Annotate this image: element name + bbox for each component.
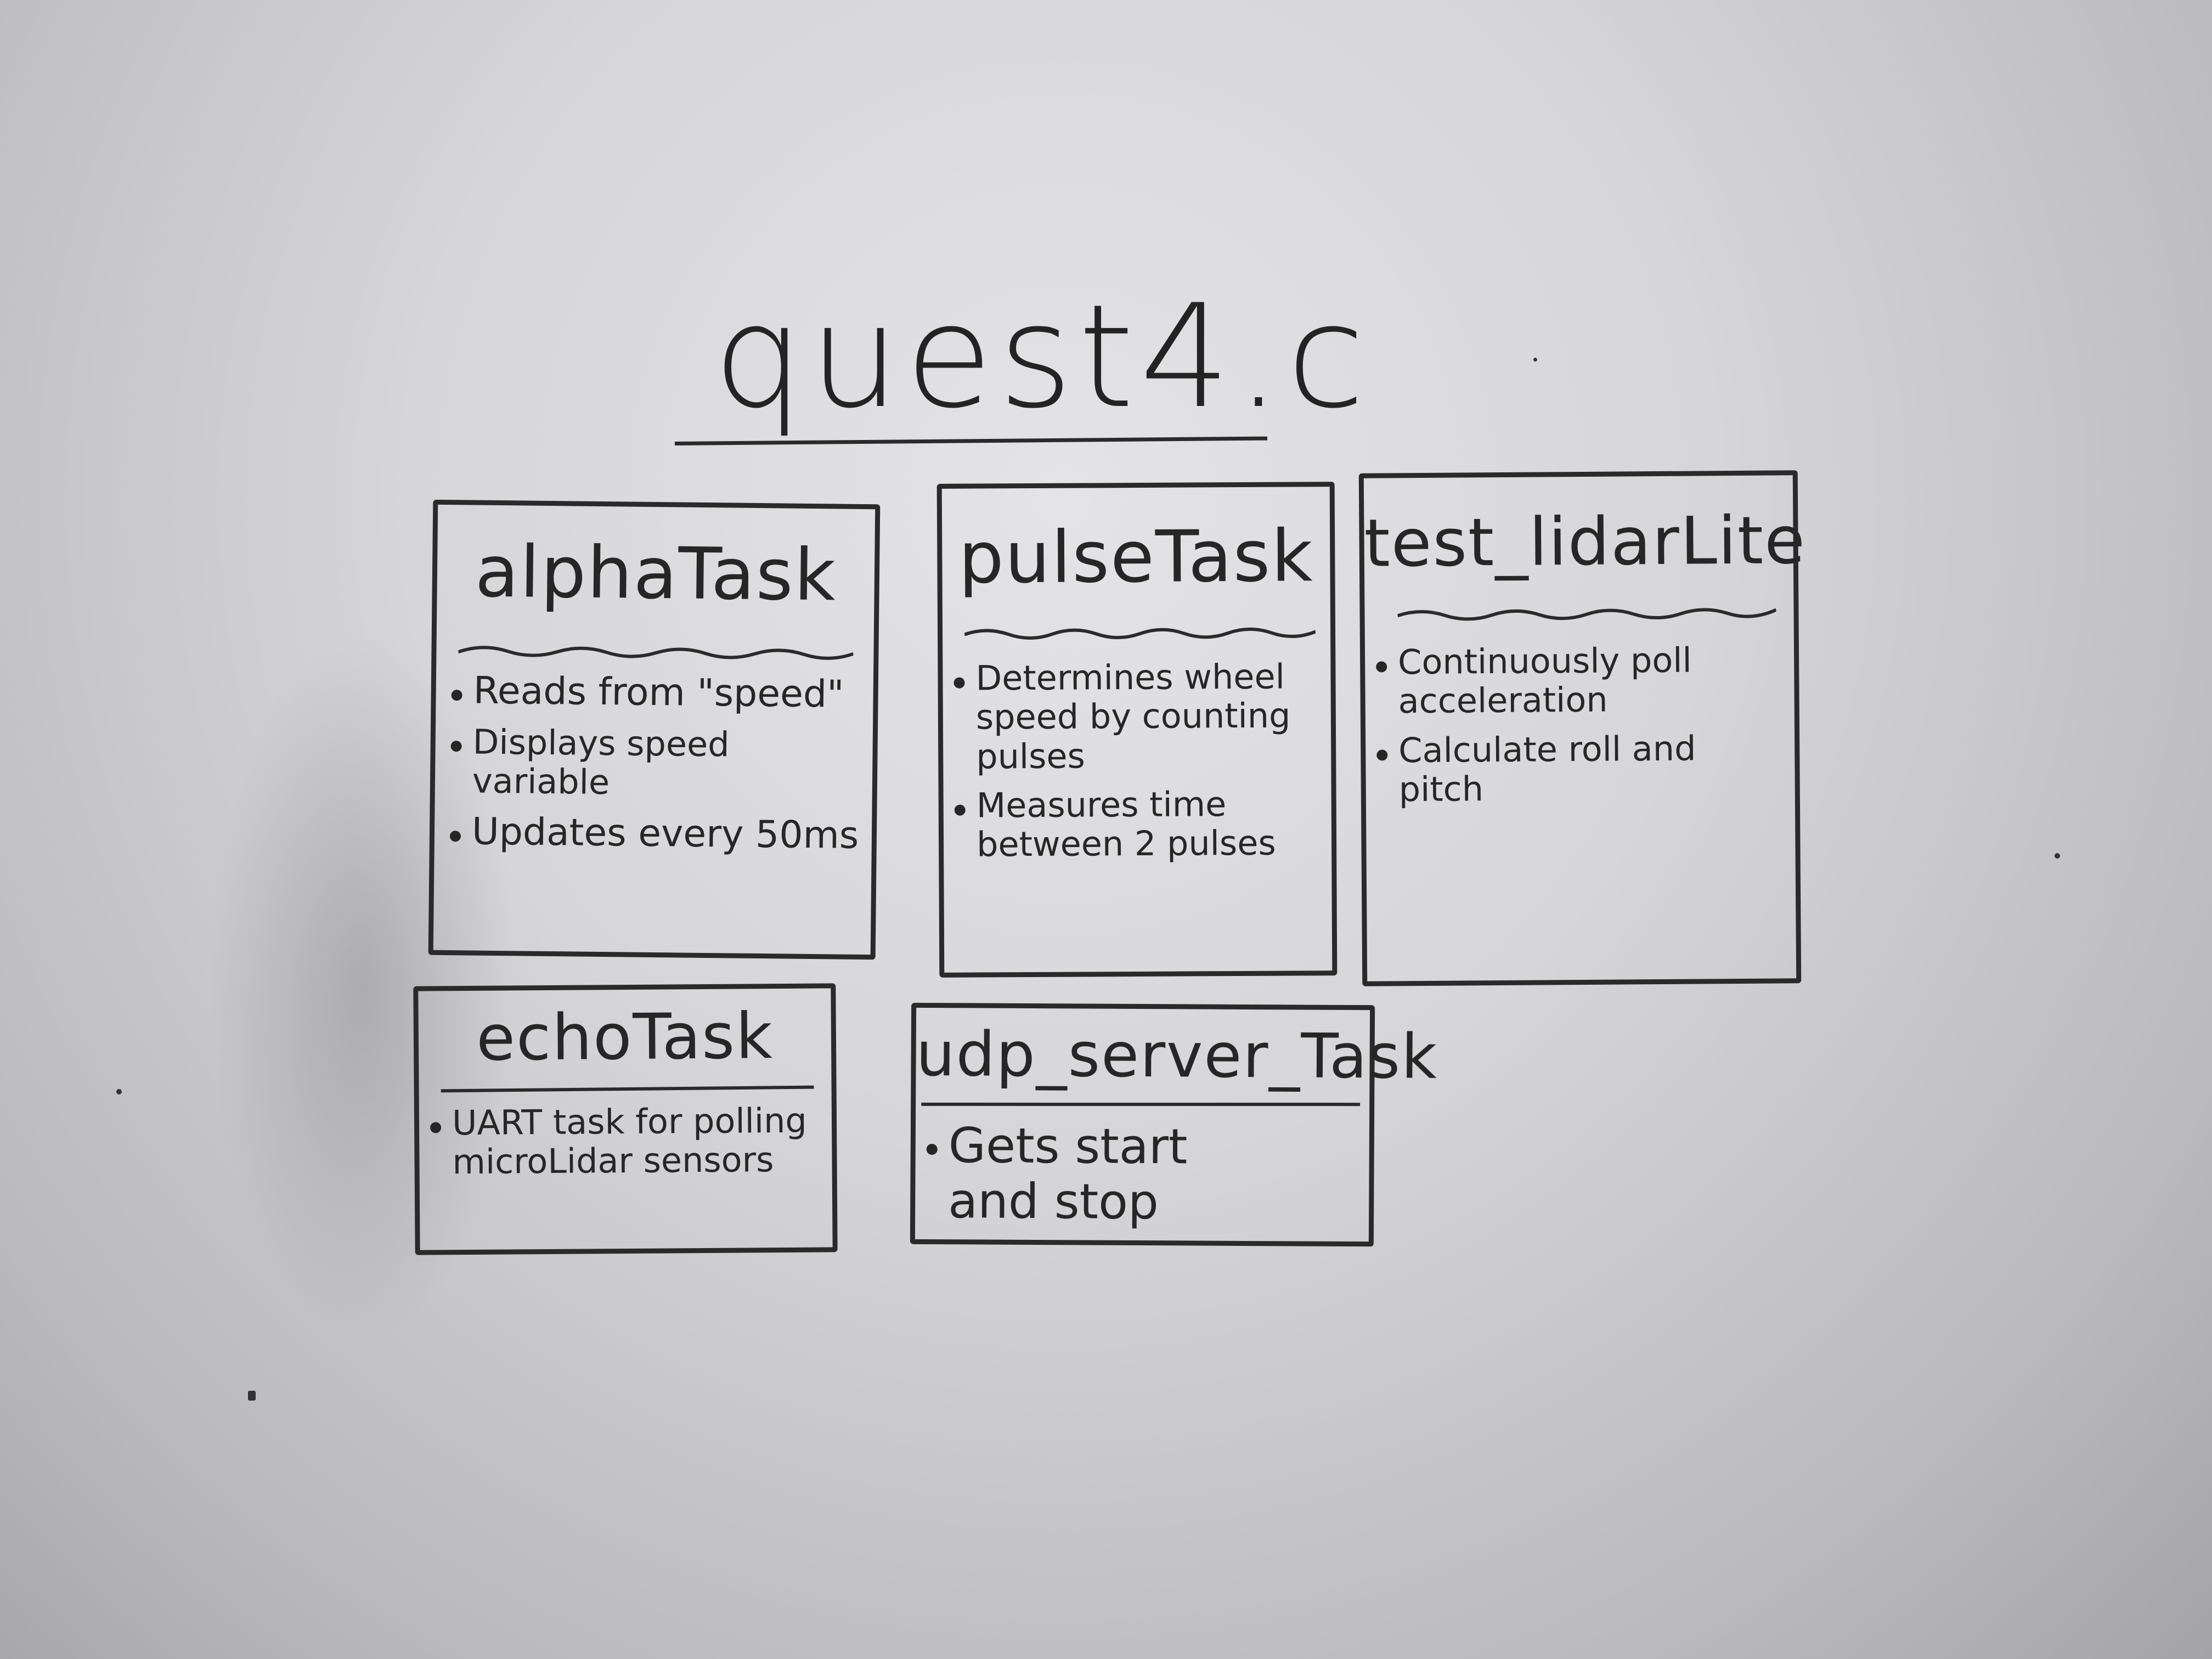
task-title: pulseTask (958, 514, 1314, 600)
task-bullet: Measures time between 2 pulses (951, 784, 1330, 865)
task-title-underline (964, 627, 1316, 640)
marker-dot (1533, 358, 1537, 362)
task-box-pulse: pulseTask Determines wheel speed by coun… (936, 482, 1338, 978)
task-box-echo: echoTask UART task for polling microLida… (413, 983, 838, 1255)
task-bullet: Reads from "speed" (448, 669, 871, 716)
task-bullet: Calculate roll and pitch (1373, 728, 1780, 809)
diagram-title: quest4.c (713, 274, 1371, 440)
task-bullet: Displays speed variable (447, 722, 870, 805)
task-title: udp_server_Task (916, 1018, 1438, 1093)
task-title: test_lidarLite (1364, 503, 1807, 582)
task-bullets: UART task for polling microLidar sensors (427, 1101, 822, 1192)
task-bullet: Continuously poll acceleration (1373, 640, 1779, 721)
task-box-alpha: alphaTask Reads from "speed" Displays sp… (428, 499, 881, 960)
task-title-underline (441, 1085, 814, 1093)
task-title: alphaTask (475, 529, 837, 617)
task-title-underline (458, 646, 854, 660)
task-bullet: Gets start and stop (923, 1117, 1263, 1231)
task-title-underline (1397, 608, 1776, 621)
marker-dot (116, 1089, 122, 1094)
marker-dot (2055, 853, 2060, 859)
marker-dot (248, 1391, 256, 1401)
task-title: echoTask (476, 1000, 774, 1075)
task-bullet: UART task for polling microLidar sensors (427, 1101, 822, 1182)
task-bullet: Updates every 50ms (447, 810, 870, 857)
task-title-underline (921, 1102, 1361, 1107)
task-bullet: Determines wheel speed by counting pulse… (950, 657, 1329, 777)
task-bullets: Reads from "speed" Displays speed variab… (446, 669, 871, 867)
task-box-udp-server: udp_server_Task Gets start and stop (910, 1002, 1438, 1247)
task-bullets: Continuously poll acceleration Calculate… (1373, 640, 1780, 819)
task-bullets: Gets start and stop (923, 1117, 1263, 1240)
task-box-lidarlite: test_lidarLite Continuously poll acceler… (1358, 470, 1807, 986)
task-bullets: Determines wheel speed by counting pulse… (950, 657, 1330, 874)
